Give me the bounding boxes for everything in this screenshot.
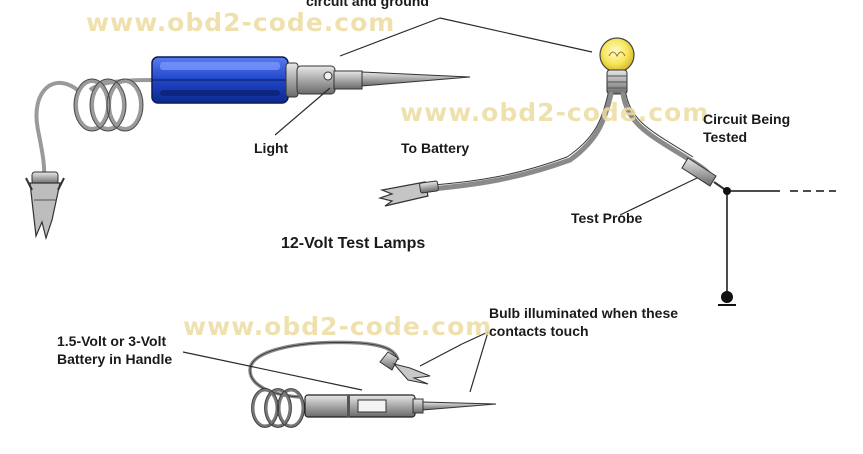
probe-tip-icon — [361, 71, 471, 87]
label-circuit-being-tested-1: Circuit Being — [703, 111, 791, 127]
label-bulb-illuminated-1: Bulb illuminated when these — [489, 305, 679, 321]
watermark-text: www.obd2-code.com — [400, 98, 710, 127]
label-test-probe: Test Probe — [571, 210, 643, 226]
watermark-text: www.obd2-code.com — [86, 8, 396, 37]
bulb-icon — [599, 37, 635, 95]
bulb-test-circuit — [377, 37, 836, 306]
ground-symbol-icon — [718, 291, 736, 306]
label-battery-in-handle-1: 1.5-Volt or 3-Volt — [57, 333, 167, 349]
blue-handle — [151, 56, 289, 104]
coiled-cord — [34, 78, 156, 179]
alligator-clip-icon — [25, 171, 65, 241]
diagram-title: 12-Volt Test Lamps — [281, 235, 426, 252]
leader-lines-top — [274, 17, 593, 136]
label-circuit-being-tested-2: Tested — [703, 129, 748, 145]
label-battery-in-handle-2: Battery in Handle — [57, 351, 173, 367]
watermark-text: www.obd2-code.com — [183, 312, 493, 341]
label-light: Light — [254, 140, 289, 156]
handle-ferrule — [285, 62, 363, 98]
label-to-battery: To Battery — [401, 140, 470, 156]
label-bulb-illuminated-2: contacts touch — [489, 323, 589, 339]
alligator-clip-icon — [379, 351, 431, 385]
alligator-clip-icon — [377, 180, 439, 207]
label-circuit-and-ground: circuit and ground — [306, 0, 429, 9]
continuity-tester-lower — [248, 340, 497, 428]
test-lamp-12v-upper — [25, 56, 471, 241]
